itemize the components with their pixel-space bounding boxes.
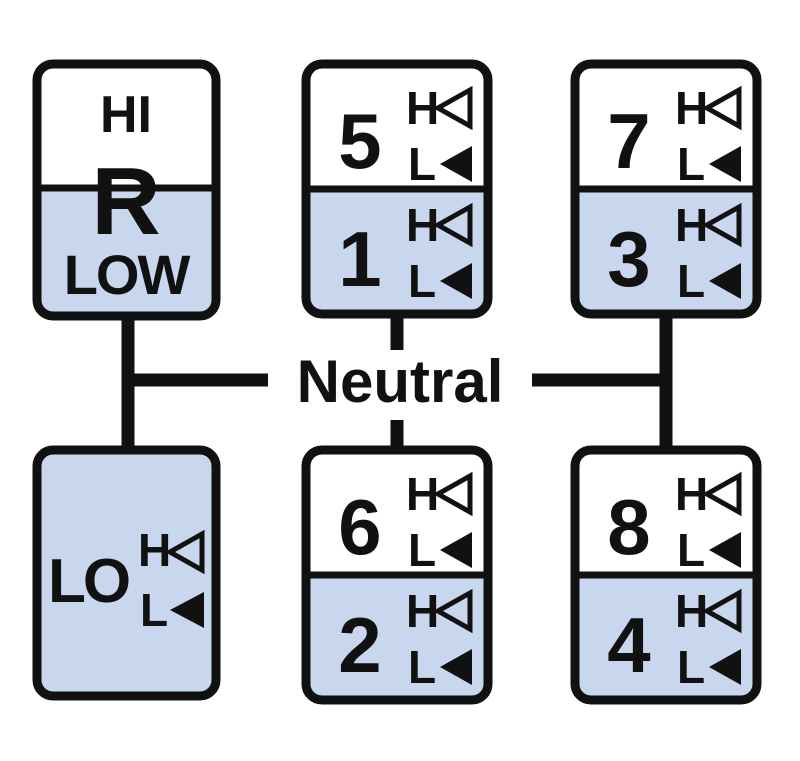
gear-3-label: 3 <box>607 215 650 303</box>
outline-triangle-left-icon <box>432 202 473 248</box>
gear-box-lower-fill <box>575 189 757 314</box>
outline-triangle-left-icon <box>432 471 473 517</box>
lo-range-high-label: H <box>138 524 171 576</box>
filled-triangle-left-icon <box>170 592 204 628</box>
lo-outline <box>32 445 221 701</box>
gear-1-range-low-label: L <box>408 255 436 307</box>
gear-7-range-low-label: L <box>677 138 705 190</box>
gear-6-label: 6 <box>338 483 381 571</box>
filled-triangle-left-icon <box>709 263 741 299</box>
reverse-r-label: R <box>91 148 160 255</box>
gear-3-range-low-label: L <box>677 255 705 307</box>
shift-rails <box>121 318 673 450</box>
outline-triangle-left-icon <box>432 588 473 634</box>
gear-5-range-low-label: L <box>408 138 436 190</box>
filled-triangle-left-icon <box>440 532 472 568</box>
outline-triangle-left-icon <box>701 202 742 248</box>
outline-triangle-left-icon <box>701 588 742 634</box>
filled-triangle-left-icon <box>440 649 472 685</box>
gear-box-lower-fill <box>575 575 757 700</box>
neutral-label: Neutral <box>297 348 504 415</box>
filled-triangle-left-icon <box>709 532 741 568</box>
reverse-low-label: LOW <box>64 243 191 306</box>
gear-1-label: 1 <box>338 215 381 303</box>
outline-triangle-left-icon <box>701 471 742 517</box>
gear-4-range-low-label: L <box>677 641 705 693</box>
lo-gear-box: LO H L <box>32 445 221 701</box>
gear-8-label: 8 <box>607 483 650 571</box>
gear-2-label: 2 <box>338 601 381 689</box>
reverse-hi-label: HI <box>100 86 152 144</box>
gear-box-lower-fill <box>306 189 488 314</box>
gear-8-range-low-label: L <box>677 524 705 576</box>
lo-label: LO <box>48 547 129 616</box>
reverse-lower-fill <box>37 188 216 316</box>
gear-7-label: 7 <box>607 97 650 185</box>
filled-triangle-left-icon <box>709 146 741 182</box>
outline-triangle-left-icon <box>701 85 742 131</box>
lo-range-low-label: L <box>140 584 168 636</box>
gear-6-range-low-label: L <box>408 524 436 576</box>
reverse-gear-box: HI R LOW <box>32 59 221 321</box>
filled-triangle-left-icon <box>440 146 472 182</box>
filled-triangle-left-icon <box>440 263 472 299</box>
outline-triangle-left-icon <box>164 529 205 575</box>
gear-2-range-low-label: L <box>408 641 436 693</box>
gear-box-lower-fill <box>306 575 488 700</box>
filled-triangle-left-icon <box>709 649 741 685</box>
gear-5-label: 5 <box>338 97 381 185</box>
gear-4-label: 4 <box>607 601 650 689</box>
outline-triangle-left-icon <box>432 85 473 131</box>
